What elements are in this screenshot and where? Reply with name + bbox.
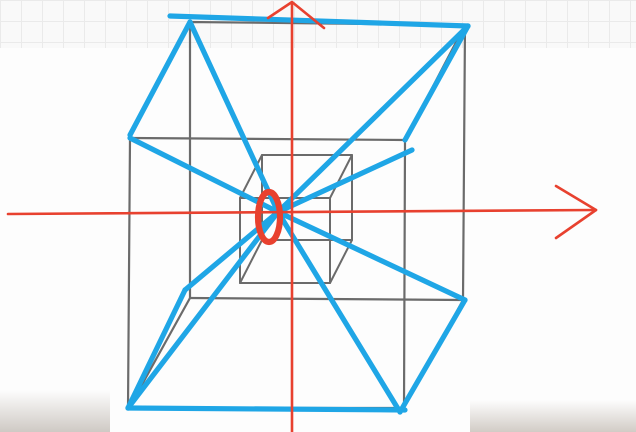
paper-shadow-left	[0, 390, 110, 432]
outer-front-bottom	[188, 296, 465, 302]
red-horizontal-axis	[6, 208, 598, 216]
red-horizontal-arrowhead	[554, 184, 598, 240]
blue-top-edge	[167, 13, 471, 29]
blue-bottom-edge	[125, 405, 408, 413]
blue-marker-lines	[125, 13, 471, 415]
red-vertical-arrowhead	[266, 0, 326, 30]
blue-left-lower-diagonal	[125, 287, 188, 411]
blue-right-lower-diagonal	[397, 297, 468, 415]
blue-left-diagonal-top	[127, 19, 193, 138]
blue-right-mid-to-center	[275, 147, 415, 215]
blue-top-right-to-center	[275, 23, 471, 215]
blue-bottom-right-to-center	[275, 209, 403, 415]
blue-top-left-to-center	[187, 19, 281, 215]
blue-bottom-left-to-center	[125, 209, 281, 411]
blue-left-upper-to-center	[127, 135, 281, 215]
blue-right-upper	[402, 23, 471, 143]
red-axes	[6, 0, 598, 432]
blue-right-lower-to-center	[275, 209, 468, 303]
paper-shadow-right	[470, 400, 636, 432]
blue-left-mid-to-center	[182, 209, 281, 293]
red-origin-loop	[254, 188, 284, 246]
